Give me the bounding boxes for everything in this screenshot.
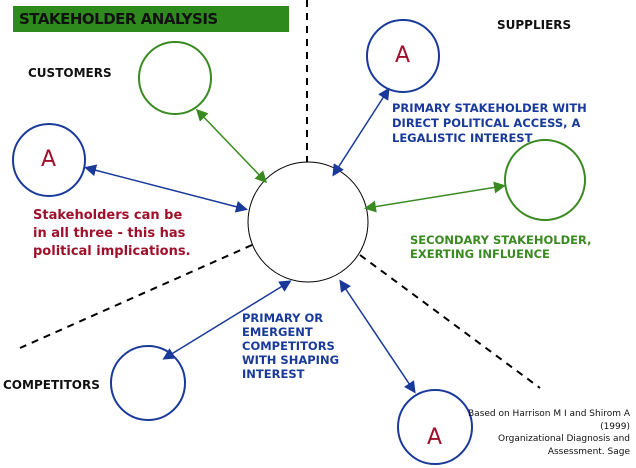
arrow-competitor-right xyxy=(339,279,416,394)
note-line: political implications. xyxy=(33,244,191,259)
note-line: SECONDARY STAKEHOLDER, xyxy=(410,233,592,247)
divider-lower-right xyxy=(359,254,541,389)
citation-line: Organizational Diagnosis and xyxy=(498,434,630,444)
citation: Based on Harrison M I and Shirom A (1999… xyxy=(468,408,630,458)
note-secondary: SECONDARY STAKEHOLDER, EXERTING INFLUENC… xyxy=(410,233,591,261)
arrow-supplier-primary xyxy=(332,87,390,177)
note-line: DIRECT POLITICAL ACCESS, A xyxy=(392,116,581,130)
customer-primary-circle xyxy=(12,123,86,197)
note-line: EXERTING INFLUENCE xyxy=(410,247,550,261)
supplier-primary-circle xyxy=(366,19,440,93)
note-line: PRIMARY STAKEHOLDER WITH xyxy=(392,101,587,115)
organization-circle xyxy=(247,161,369,283)
arrow-customer-secondary xyxy=(195,108,268,184)
customers-label: CUSTOMERS xyxy=(28,66,112,80)
citation-line: Based on Harrison M I and Shirom A xyxy=(468,409,630,419)
arrow-supplier-secondary xyxy=(364,181,506,213)
competitors-label: COMPETITORS xyxy=(3,378,100,392)
note-line: COMPETITORS xyxy=(242,339,335,353)
note-line: PRIMARY OR xyxy=(242,311,324,325)
note-line: Stakeholders can be xyxy=(33,208,183,223)
citation-line: Assessment. Sage xyxy=(547,446,630,457)
note-line: WITH SHAPING xyxy=(242,353,340,367)
arrow-customer-primary xyxy=(84,164,248,213)
competitor-right-circle xyxy=(397,389,473,465)
note-line: LEGALISTIC INTEREST xyxy=(392,131,533,145)
suppliers-label: SUPPLIERS xyxy=(497,18,572,32)
note-line: in all three - this has xyxy=(33,226,186,241)
circle-label-a: A xyxy=(395,43,411,68)
circle-label-a: A xyxy=(41,147,57,172)
page-title: STAKEHOLDER ANALYSIS xyxy=(13,6,289,32)
note-line: INTEREST xyxy=(242,367,305,381)
circle-label-a: A xyxy=(427,425,443,450)
supplier-secondary-circle xyxy=(504,139,586,221)
citation-line: (1999) xyxy=(600,421,630,432)
divider-lower-left xyxy=(19,244,253,349)
arrow-competitor-left xyxy=(162,280,292,360)
note-stakeholders-all-three: Stakeholders can be in all three - this … xyxy=(33,207,191,261)
customer-secondary-circle xyxy=(138,41,212,115)
competitor-left-circle xyxy=(110,345,186,421)
note-line: EMERGENT xyxy=(242,325,313,339)
note-primary-direct: PRIMARY STAKEHOLDER WITH DIRECT POLITICA… xyxy=(392,101,587,146)
note-primary-emergent: PRIMARY OR EMERGENT COMPETITORS WITH SHA… xyxy=(242,311,339,381)
